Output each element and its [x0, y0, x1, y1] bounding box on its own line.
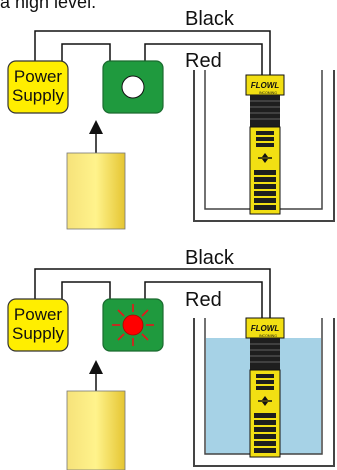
power-supply-box	[7, 298, 69, 352]
red-wire-label: Red	[185, 289, 222, 311]
black-wire	[34, 30, 271, 75]
black-wire-label: Black	[185, 247, 235, 269]
black-wire-label: Black	[185, 8, 235, 30]
level-sensor: FLOWL INCOMING	[245, 317, 285, 458]
probe-arrow-head	[89, 360, 103, 374]
sensor-brand: FLOWL	[251, 324, 280, 333]
probe-cylinder	[66, 152, 126, 230]
power-supply-label-line2: Supply	[12, 86, 64, 105]
probe-arrow-head	[89, 120, 103, 134]
panel-wet: Black Red Power Supply FLOWL INCOMING	[7, 247, 335, 470]
probe-cylinder	[66, 390, 126, 470]
caption-fragment: a high level.	[0, 0, 96, 12]
indicator-lamp-on	[122, 314, 144, 336]
tank-outer-wall	[193, 70, 335, 222]
black-wire	[34, 268, 271, 318]
panel-dry: Black Red Power Supply FLOWL INCOMING	[7, 8, 335, 230]
supply-indicator-wire	[61, 281, 111, 300]
supply-indicator-wire	[61, 43, 111, 62]
tank-outer-wall	[193, 318, 335, 467]
red-wire-label: Red	[185, 50, 222, 72]
power-supply-label-line1: Power	[14, 305, 63, 324]
red-wire	[144, 281, 263, 318]
red-wire	[144, 43, 263, 75]
sensor-sub-brand: INCOMING	[259, 334, 277, 338]
level-sensor: FLOWL INCOMING	[245, 74, 285, 215]
indicator-lamp-off	[121, 75, 145, 99]
power-supply-label-line1: Power	[14, 67, 63, 86]
sensor-sub-brand: INCOMING	[259, 91, 277, 95]
sensor-brand: FLOWL	[251, 81, 280, 90]
power-supply-label-line2: Supply	[12, 324, 64, 343]
indicator-rays	[112, 304, 154, 346]
power-supply-box	[7, 60, 69, 114]
